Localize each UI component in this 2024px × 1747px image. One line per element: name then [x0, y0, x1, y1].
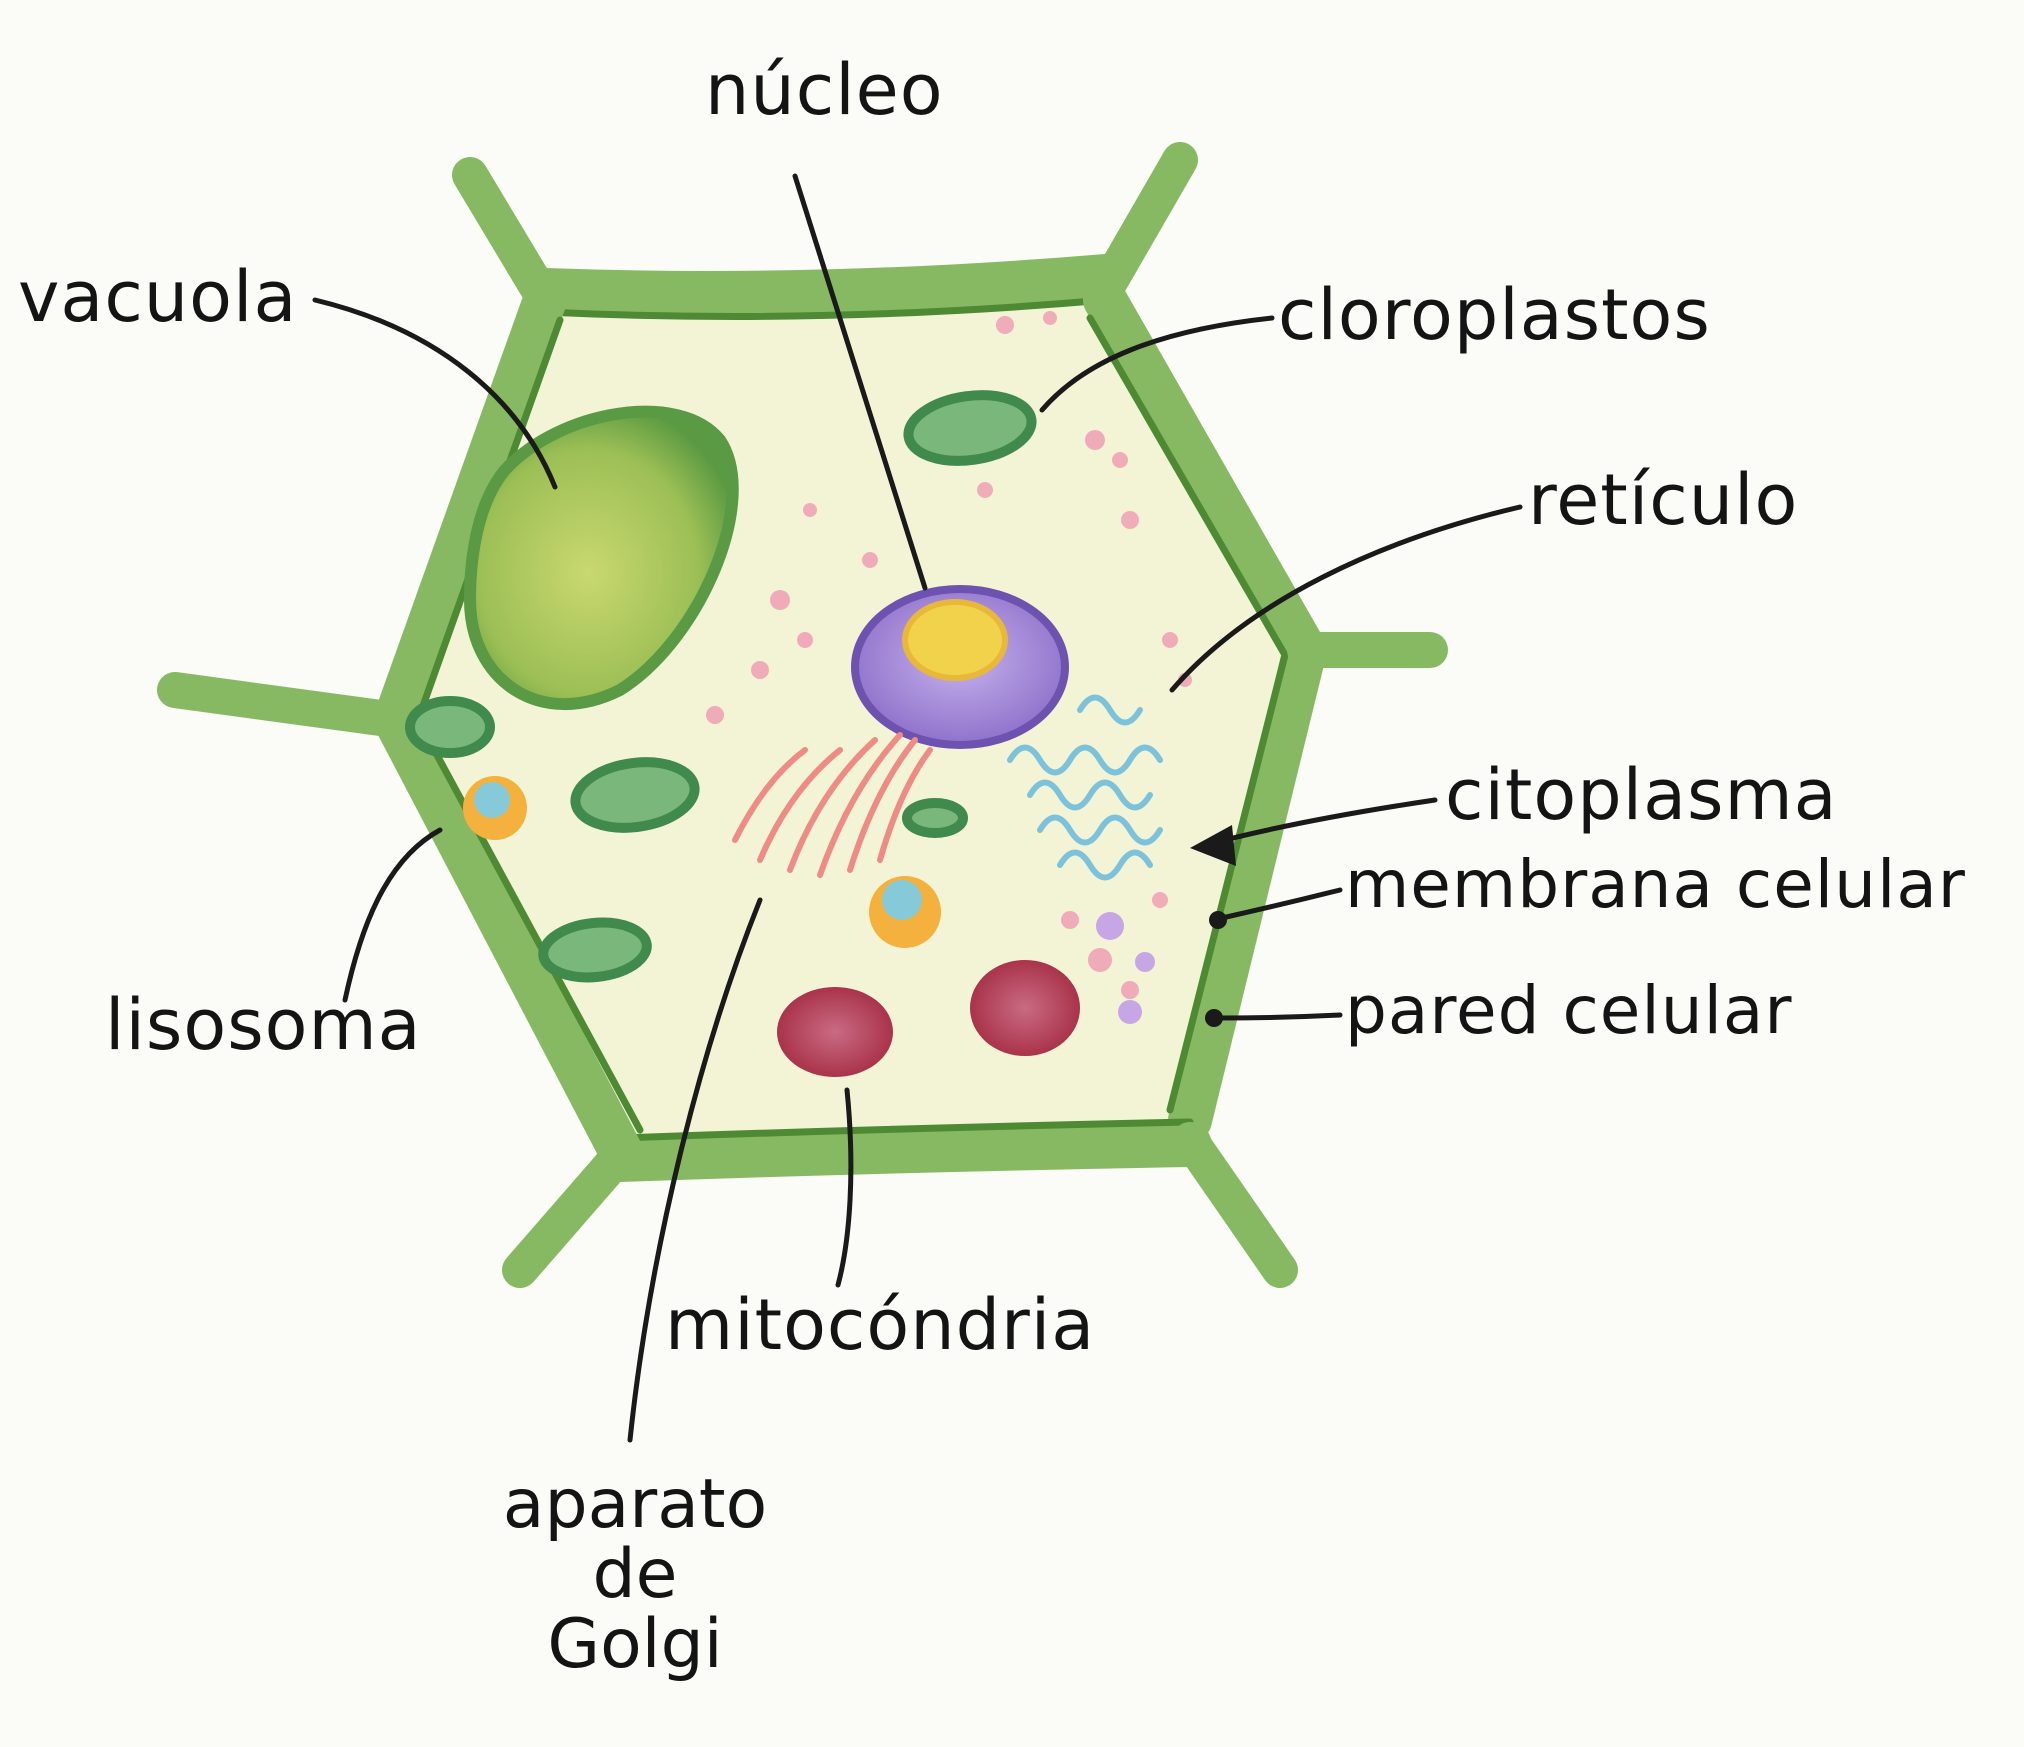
label-lisosoma: lisosoma — [105, 990, 422, 1060]
pared-dot — [1205, 1009, 1223, 1027]
label-nucleo: núcleo — [705, 55, 944, 125]
leader-lisosoma — [345, 830, 440, 1000]
chloroplast — [907, 803, 963, 833]
label-golgi-line-2: de — [470, 1540, 800, 1610]
mitochondrion — [777, 987, 893, 1077]
leader-pared — [1218, 1015, 1340, 1018]
label-pared-celular: pared celular — [1345, 978, 1792, 1044]
label-golgi-line-1: aparato — [470, 1470, 800, 1540]
label-golgi-line-3: Golgi — [470, 1610, 800, 1680]
label-reticulo: retículo — [1528, 465, 1798, 535]
membrana-dot — [1209, 911, 1227, 929]
label-vacuola: vacuola — [18, 262, 297, 332]
label-cloroplastos: cloroplastos — [1278, 280, 1711, 350]
label-golgi: aparato de Golgi — [470, 1470, 800, 1680]
chloroplast — [410, 701, 490, 753]
label-membrana-celular: membrana celular — [1345, 852, 1966, 918]
label-citoplasma: citoplasma — [1445, 760, 1838, 830]
label-mitocondria: mitocóndria — [665, 1290, 1095, 1360]
nucleus — [855, 589, 1065, 745]
mitochondrion — [970, 960, 1080, 1056]
